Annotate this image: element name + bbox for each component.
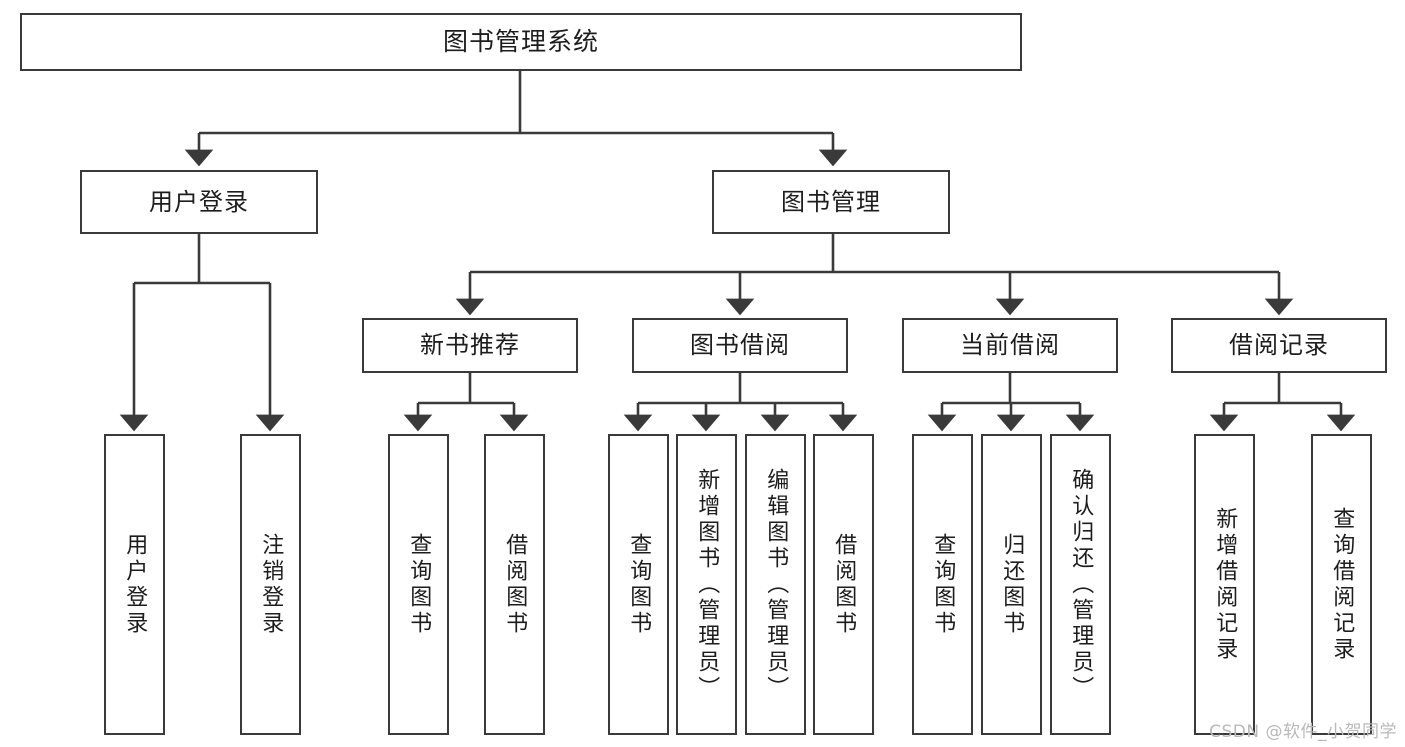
node-label: 查询借阅记录 [1329, 506, 1355, 663]
leaf-user-login[interactable]: 用户登录 [104, 434, 165, 735]
node-root-book-management-system[interactable]: 图书管理系统 [20, 13, 1022, 71]
node-user-login[interactable]: 用户登录 [80, 170, 318, 234]
node-book-management[interactable]: 图书管理 [712, 170, 950, 234]
leaf-query-borrow-record[interactable]: 查询借阅记录 [1311, 434, 1372, 735]
node-label: 用户登录 [149, 187, 249, 216]
node-label: 图书借阅 [690, 331, 790, 360]
node-label: 用户登录 [122, 532, 148, 637]
node-label: 查询图书 [406, 532, 432, 637]
node-label: 查询图书 [626, 532, 652, 637]
node-label: 图书管理 [781, 187, 881, 216]
node-label: 新增借阅记录 [1212, 506, 1238, 663]
leaf-return-book[interactable]: 归还图书 [981, 434, 1042, 735]
node-label: 借阅图书 [831, 532, 857, 637]
leaf-borrow-book[interactable]: 借阅图书 [813, 434, 874, 735]
leaf-borrow-book-recommend[interactable]: 借阅图书 [484, 434, 545, 735]
node-label: 确认归还（管理员） [1068, 467, 1094, 702]
leaf-query-book-borrow[interactable]: 查询图书 [608, 434, 669, 735]
leaf-add-borrow-record[interactable]: 新增借阅记录 [1194, 434, 1255, 735]
node-label: 新书推荐 [420, 331, 520, 360]
node-label: 归还图书 [999, 532, 1025, 637]
leaf-query-book-current[interactable]: 查询图书 [912, 434, 973, 735]
leaf-edit-book-admin[interactable]: 编辑图书（管理员） [745, 434, 806, 735]
node-label: 查询图书 [930, 532, 956, 637]
node-label: 借阅记录 [1229, 331, 1329, 360]
node-current-borrow[interactable]: 当前借阅 [902, 318, 1118, 373]
node-borrow-record[interactable]: 借阅记录 [1171, 318, 1387, 373]
node-label: 编辑图书（管理员） [763, 467, 789, 702]
leaf-query-book-recommend[interactable]: 查询图书 [388, 434, 449, 735]
leaf-add-book-admin[interactable]: 新增图书（管理员） [676, 434, 737, 735]
node-book-borrow[interactable]: 图书借阅 [632, 318, 848, 373]
node-label: 新增图书（管理员） [694, 467, 720, 702]
node-label: 借阅图书 [502, 532, 528, 637]
node-label: 注销登录 [258, 532, 284, 637]
node-label: 当前借阅 [960, 331, 1060, 360]
node-label: 图书管理系统 [442, 27, 599, 56]
node-new-book-recommend[interactable]: 新书推荐 [362, 318, 578, 373]
leaf-logout[interactable]: 注销登录 [240, 434, 301, 735]
leaf-confirm-return-admin[interactable]: 确认归还（管理员） [1050, 434, 1111, 735]
csdn-watermark: CSDN @软件_小贺同学 [1209, 722, 1397, 742]
